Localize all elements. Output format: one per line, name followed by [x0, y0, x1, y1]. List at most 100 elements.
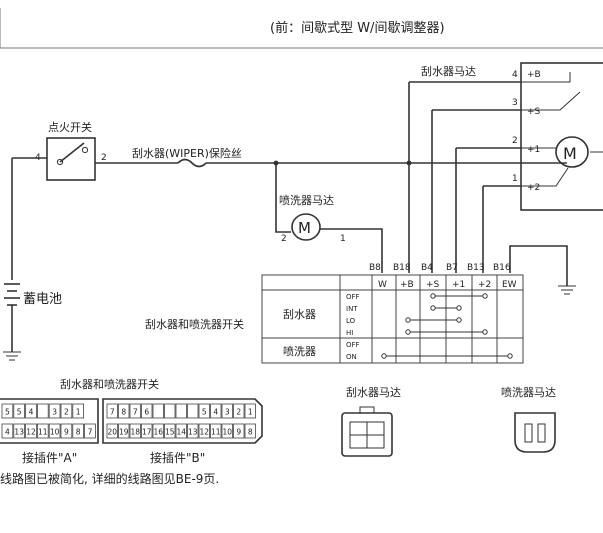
connector-pin-cell [164, 423, 176, 439]
connector-pin-cell [37, 423, 49, 439]
connector-pin-number: 11 [211, 428, 221, 437]
fuse-symbol [177, 158, 207, 168]
connector-pin-cell [60, 403, 73, 419]
pos-int: INT [346, 305, 358, 313]
connector-pin-cell [129, 403, 141, 419]
connector-pin-number: 9 [236, 428, 241, 437]
connector-pin-cell [175, 423, 187, 439]
connector-pin-cell [221, 423, 233, 439]
connector-a-outline [0, 398, 99, 444]
washer-motor-top-label: 喷洗器马达 [279, 194, 334, 207]
motor-term-b: +B [527, 70, 541, 80]
connector-pin-cell [152, 423, 164, 439]
connector-pin-number: 4 [29, 408, 34, 417]
connector-pin-cell [106, 403, 118, 419]
connector-pin-cell [118, 423, 130, 439]
connector-pin-number: 7 [110, 408, 115, 417]
switch-term-1: +1 [452, 280, 465, 290]
connector-pin-number: 1 [248, 408, 253, 417]
connector-pin-number: 4 [5, 428, 10, 437]
connector-pin-number: 4 [213, 408, 218, 417]
connector-pin-cell [13, 423, 26, 439]
wiper-group-label: 刮水器 [283, 307, 316, 321]
washer-pin-right: 1 [340, 234, 346, 244]
pos-lo: LO [346, 317, 356, 325]
wire-ew-ground [509, 245, 568, 286]
connector-pin-number: 13 [188, 428, 198, 437]
ignition-switch-blade [59, 142, 85, 163]
washer-motor-conn-label: 喷洗器马达 [501, 386, 556, 399]
motor-internal-2 [521, 167, 569, 187]
switch-term-ew: EW [502, 280, 517, 290]
switch-term-b: +B [400, 280, 414, 290]
connector-pin-number: 1 [76, 408, 81, 417]
wiper-motor-box [520, 62, 603, 211]
connector-pin-number: 11 [38, 428, 48, 437]
pos-off: OFF [346, 293, 360, 301]
connector-pin-cell [187, 423, 199, 439]
connector-pin-number: 12 [26, 428, 36, 437]
connector-pin-cell [13, 403, 26, 419]
ignition-switch-box [46, 137, 96, 181]
wiper-motor-symbol [555, 136, 589, 168]
connector-pin-number: 7 [88, 428, 93, 437]
washer-motor-m: M [298, 219, 311, 237]
switch-title-label: 刮水器和喷洗器开关 [145, 317, 244, 331]
ignition-contact-left [56, 158, 64, 166]
washer-motor-symbol [291, 213, 321, 241]
ignition-contact-right [81, 146, 89, 154]
switch-pin-b7: B7 [446, 263, 458, 273]
fuse-label: 刮水器(WIPER)保险丝 [132, 146, 242, 160]
connector-pin-number: 3 [52, 408, 57, 417]
diagram-title: (前：间歇式型 W/间歇调整器) [270, 20, 445, 36]
washer-motor-connector [514, 412, 556, 453]
connector-pin-cell [25, 403, 37, 419]
wiper-motor-conn-label: 刮水器马达 [346, 385, 401, 399]
connector-pin-cell [106, 423, 118, 439]
connector-pin-cell [48, 403, 61, 419]
motor-pin-4: 4 [512, 70, 518, 80]
connector-pin-cell [175, 403, 187, 419]
connector-pin-cell [25, 423, 37, 439]
connector-pin-number: 5 [17, 408, 22, 417]
connector-pin-cell [198, 403, 210, 419]
connector-pin-cell [60, 423, 73, 439]
switch-pin-b4: B4 [421, 263, 433, 273]
connector-pin-cell [1, 403, 14, 419]
switch-term-2: +2 [478, 280, 491, 290]
wire-washer-feed [275, 163, 291, 233]
connector-b-outline [102, 398, 263, 444]
connector-pin-number: 5 [5, 408, 10, 417]
connector-pin-cell [72, 403, 85, 419]
wiper-motor-top-label: 刮水器马达 [421, 64, 476, 78]
connector-pin-number: 13 [14, 428, 24, 437]
pos-washer-off: OFF [346, 341, 360, 349]
connector-pin-cell [244, 423, 256, 439]
connector-pin-number: 2 [64, 408, 69, 417]
ew-ground-symbol [558, 285, 576, 295]
switch-term-w: W [378, 280, 387, 290]
washer-motor-connector-slot-r [537, 423, 546, 443]
motor-pin-1: 1 [512, 174, 518, 184]
switch-pin-b8: B8 [369, 263, 381, 273]
motor-pin-3: 3 [512, 98, 518, 108]
connector-pin-number: 3 [225, 408, 230, 417]
connector-pin-number: 19 [119, 428, 129, 437]
connector-pin-cell [37, 403, 49, 419]
connector-pin-cell [129, 423, 141, 439]
connector-pin-cell [210, 423, 222, 439]
motor-term-1: +1 [527, 145, 540, 155]
switch-connections [381, 293, 513, 359]
washer-group-label: 喷洗器 [283, 345, 316, 358]
connector-pin-cell [84, 423, 96, 439]
connector-pin-number: 10 [50, 428, 60, 437]
motor-internal-b [521, 72, 571, 83]
connector-pin-cell [1, 423, 14, 439]
pos-washer-on: ON [346, 353, 357, 361]
motor-internal-s [521, 91, 581, 111]
connector-title: 刮水器和喷洗器开关 [60, 377, 159, 391]
connector-pin-cell [244, 403, 256, 419]
